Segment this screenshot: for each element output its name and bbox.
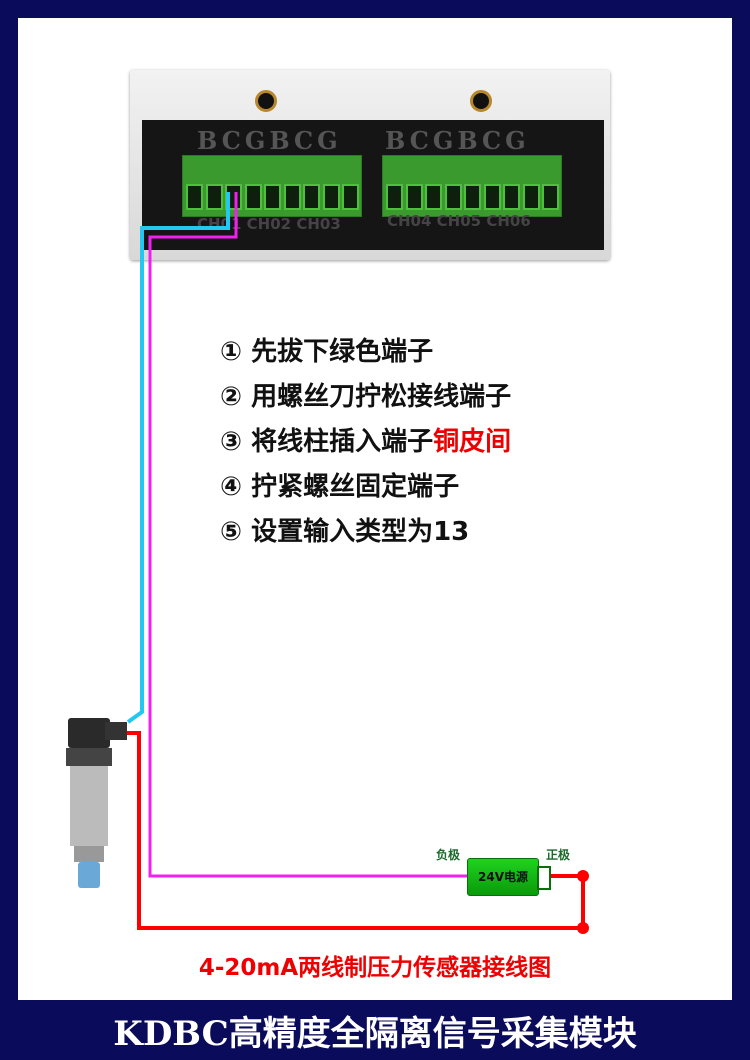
step: ③ 将线柱插入端子铜皮间 (220, 427, 512, 457)
terminal-labels-right: BCGBCG (385, 126, 530, 155)
screw-hole (470, 90, 492, 112)
diagram-title: 4-20mA两线制压力传感器接线图 (198, 955, 552, 981)
junction-dot (577, 922, 589, 934)
terminal-slot (464, 184, 481, 210)
terminal-slot (303, 184, 320, 210)
step: ④ 拧紧螺丝固定端子 (220, 472, 460, 502)
power-supply: 24V电源 (467, 858, 539, 896)
terminal-slot (386, 184, 403, 210)
terminal-slot (283, 184, 301, 210)
pressure-sensor-icon (66, 718, 127, 888)
terminal-slot (425, 184, 442, 210)
terminal-slot (186, 184, 203, 210)
footer-title: KDBC高精度全隔离信号采集模块 (113, 1014, 637, 1054)
negative-label: 负极 (436, 848, 461, 862)
terminal-slot (444, 184, 462, 210)
step: ⑤ 设置输入类型为13 (220, 517, 470, 547)
junction-dot (577, 870, 589, 882)
step: ① 先拔下绿色端子 (220, 337, 434, 367)
terminal-slot (322, 184, 340, 210)
channel-labels-left: CH01 CH02 CH03 (197, 215, 341, 233)
terminal-slot (244, 184, 262, 210)
terminal-slot (503, 184, 520, 210)
instruction-steps: ① 先拔下绿色端子 ② 用螺丝刀拧松接线端子 ③ 将线柱插入端子铜皮间 ④ 拧紧… (220, 330, 511, 555)
channel-labels-right: CH04 CH05 CH06 (387, 212, 531, 230)
terminal-labels-left: BCGBCG (197, 126, 342, 155)
terminal-block-left (182, 155, 362, 217)
step: ② 用螺丝刀拧松接线端子 (220, 382, 512, 412)
positive-label: 正极 (546, 848, 571, 862)
terminal-slot (342, 184, 359, 210)
terminal-slot (542, 184, 559, 210)
magenta-wire (148, 192, 468, 878)
screw-hole (255, 90, 277, 112)
power-terminal (537, 866, 551, 890)
terminal-slot (522, 184, 540, 210)
terminal-slot (483, 184, 501, 210)
terminal-slot (405, 184, 423, 210)
terminal-block-right (382, 155, 562, 217)
cyan-wire (126, 192, 230, 724)
terminal-slot (205, 184, 223, 210)
red-wire (126, 731, 585, 930)
terminal-slot (264, 184, 281, 210)
